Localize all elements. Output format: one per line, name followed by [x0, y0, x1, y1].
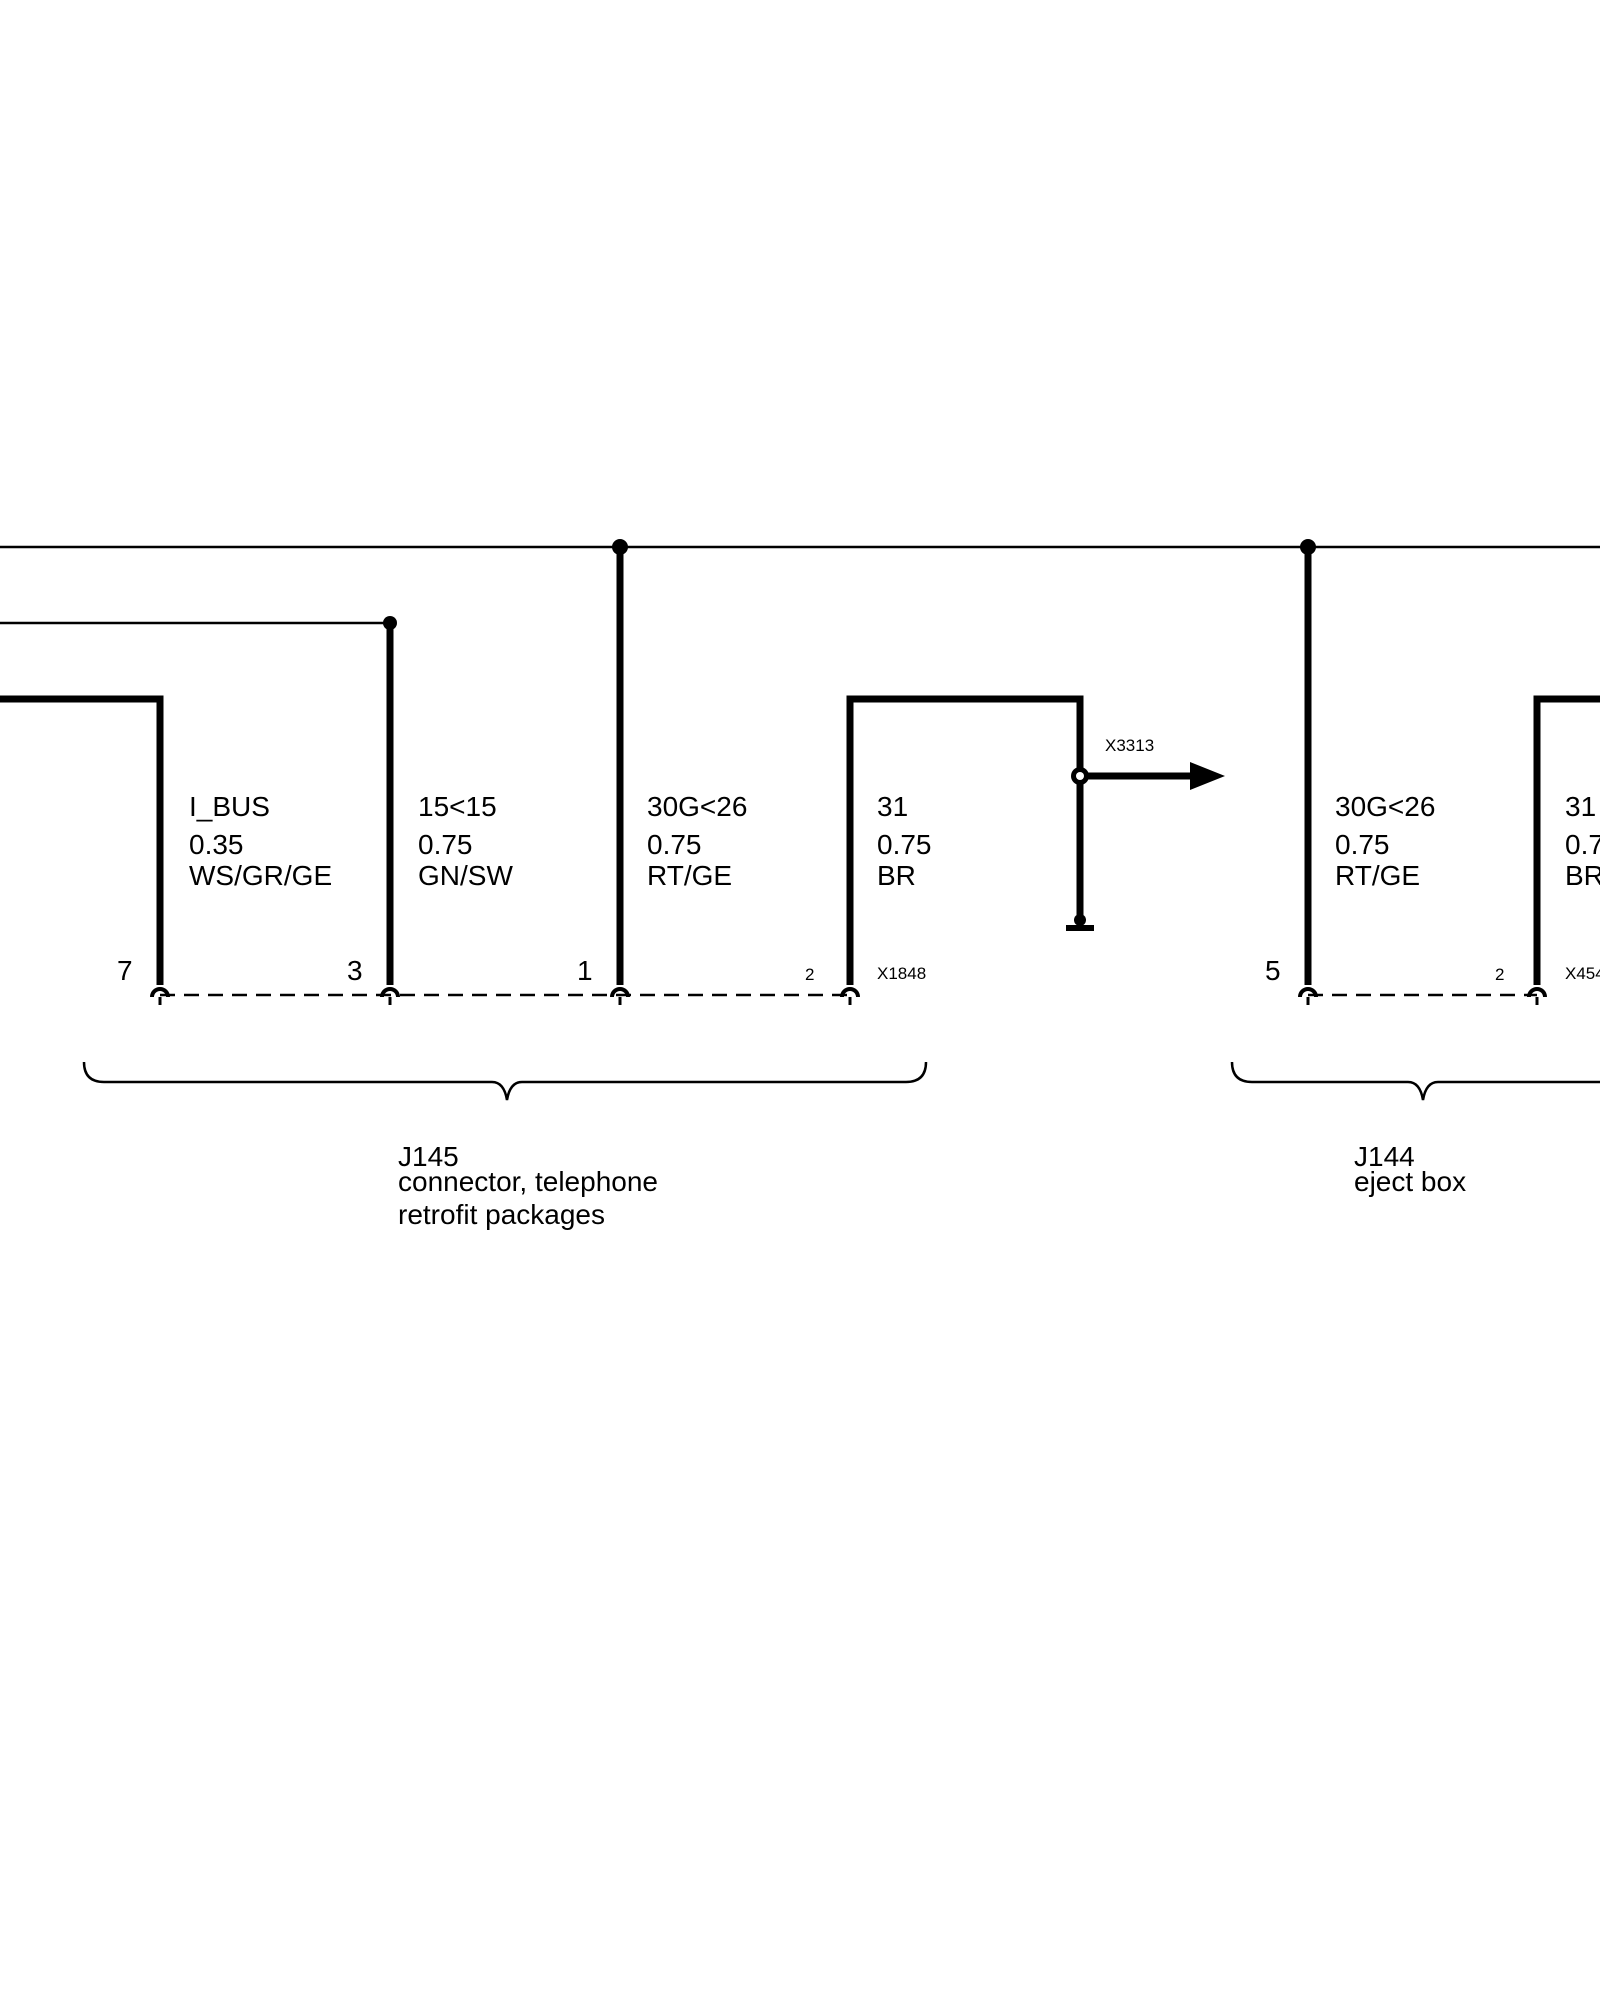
component-description: connector, telephone [398, 1166, 658, 1197]
connector-brace [82, 1061, 928, 1101]
wire-color-label: GN/SW [418, 860, 513, 891]
pin-number: 5 [1265, 955, 1281, 986]
component-description: eject box [1354, 1166, 1466, 1197]
wire-signal-label: I_BUS [189, 791, 270, 822]
ground-icon [1066, 914, 1094, 931]
arrow-right-icon [1190, 762, 1225, 790]
component-code: J144 [1354, 1141, 1415, 1172]
connector-pin-icon [610, 987, 630, 1005]
wire-31-eject-path [1533, 695, 1600, 985]
wire-color-label: RT/GE [1335, 860, 1420, 891]
wire-signal-label: 30G<26 [1335, 791, 1435, 822]
pin-number: 2 [805, 965, 814, 984]
component-code: J145 [398, 1141, 459, 1172]
wire-gauge-label: 0.75 [1335, 829, 1390, 860]
connector-pin-icon [1527, 987, 1547, 1005]
wire-31-path [846, 695, 1084, 985]
plug-code: X454 [1565, 964, 1600, 983]
junction-dot [383, 616, 397, 630]
connector-pin-icon [380, 987, 400, 1005]
wire-signal-label: 30G<26 [647, 791, 747, 822]
pin-number: 3 [347, 955, 363, 986]
wire-signal-label: 15<15 [418, 791, 497, 822]
pin-number: 7 [117, 955, 133, 986]
wire-gauge-label: 0.7 [1565, 829, 1600, 860]
wire-gauge-label: 0.75 [647, 829, 702, 860]
pin-number: 2 [1495, 965, 1504, 984]
wire-color-label: RT/GE [647, 860, 732, 891]
component-description: retrofit packages [398, 1199, 605, 1230]
connector-brace [1230, 1061, 1600, 1101]
plug-code: X1848 [877, 964, 926, 983]
wire-ibus-path [0, 695, 164, 985]
wire-signal-label: 31 [1565, 791, 1596, 822]
junction-dot [1300, 539, 1316, 555]
connector-pin-icon [1298, 987, 1318, 1005]
wire-signal-label: 31 [877, 791, 908, 822]
wire-gauge-label: 0.35 [189, 829, 244, 860]
wire-gauge-label: 0.75 [877, 829, 932, 860]
junction-dot [612, 539, 628, 555]
connector-pin-icon [840, 987, 860, 1005]
splice-label: X3313 [1105, 736, 1154, 755]
wire-gauge-label: 0.75 [418, 829, 473, 860]
wire-color-label: WS/GR/GE [189, 860, 332, 891]
pin-number: 1 [577, 955, 593, 986]
wire-color-label: BR [1565, 860, 1600, 891]
wire-color-label: BR [877, 860, 916, 891]
connector-pin-icon [150, 987, 170, 1005]
splice-dot-center [1076, 772, 1084, 780]
